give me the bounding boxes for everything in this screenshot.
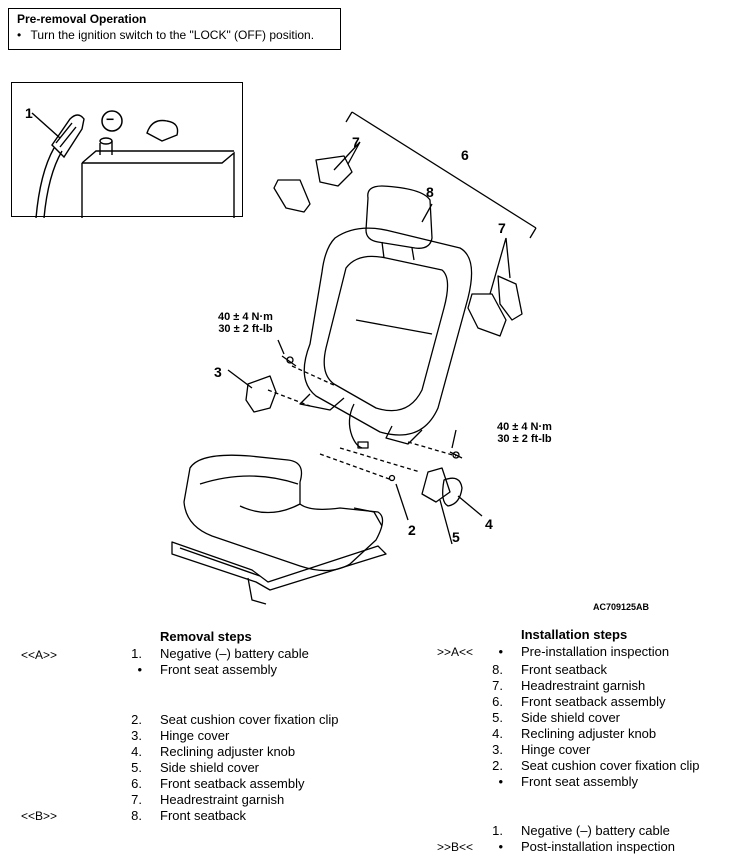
- removal-step-text: Front seat assembly: [160, 662, 278, 677]
- minus-symbol: −: [106, 111, 115, 127]
- seat-exploded-diagram: [171, 111, 537, 605]
- removal-step-num: 1.: [131, 646, 142, 661]
- installation-step-num: •: [498, 774, 503, 789]
- removal-step-num: 6.: [131, 776, 142, 791]
- installation-ref-a: >>A<<: [437, 645, 474, 659]
- minus-terminal-icon: [101, 110, 123, 132]
- battery-inset: 1 −: [11, 82, 243, 218]
- removal-step-num: 7.: [131, 792, 142, 807]
- torque-left: 40 ± 4 N·m 30 ± 2 ft-lb: [218, 311, 273, 335]
- installation-step-num: 3.: [492, 742, 503, 757]
- torque-left-ftlb: 30 ± 2 ft-lb: [218, 323, 273, 335]
- torque-left-nm: 40 ± 4 N·m: [218, 311, 273, 323]
- installation-step-text: Side shield cover: [521, 710, 620, 725]
- removal-ref-a: <<A>>: [21, 648, 58, 662]
- removal-step-num: 5.: [131, 760, 142, 775]
- callout-1: 1: [25, 105, 33, 121]
- torque-right-nm: 40 ± 4 N·m: [497, 421, 552, 433]
- pre-removal-box: Pre-removal Operation • Turn the ignitio…: [8, 8, 341, 50]
- callout-3: 3: [214, 364, 222, 380]
- callout-4: 4: [485, 516, 493, 532]
- removal-step-text: Reclining adjuster knob: [160, 744, 296, 759]
- installation-step-text: Post-installation inspection: [521, 839, 675, 854]
- removal-ref-b: <<B>>: [21, 809, 58, 823]
- callout-7b: 7: [498, 220, 506, 236]
- removal-heading: Removal steps: [160, 629, 252, 644]
- torque-right-ftlb: 30 ± 2 ft-lb: [497, 433, 552, 445]
- removal-step-num: 4.: [131, 744, 142, 759]
- installation-step-text: Pre-installation inspection: [521, 644, 670, 659]
- pre-removal-line: • Turn the ignition switch to the "LOCK"…: [17, 27, 332, 43]
- installation-step-text: Headrestraint garnish: [521, 678, 646, 693]
- callout-6: 6: [461, 147, 469, 163]
- removal-step-text: Front seatback assembly: [160, 776, 305, 791]
- installation-step-text: Hinge cover: [521, 742, 591, 757]
- installation-step-num: 6.: [492, 694, 503, 709]
- callout-5: 5: [452, 529, 460, 545]
- installation-step-text: Seat cushion cover fixation clip: [521, 758, 700, 773]
- installation-step-text: Front seatback assembly: [521, 694, 666, 709]
- pre-removal-text: Turn the ignition switch to the "LOCK" (…: [30, 28, 315, 42]
- removal-step-text: Seat cushion cover fixation clip: [160, 712, 339, 727]
- installation-step-num: 7.: [492, 678, 503, 693]
- installation-step-num: 1.: [492, 823, 503, 838]
- battery-illustration: [31, 110, 235, 218]
- removal-step-text: Side shield cover: [160, 760, 259, 775]
- removal-step-num: 3.: [131, 728, 142, 743]
- installation-step-num: 5.: [492, 710, 503, 725]
- installation-step-num: •: [498, 644, 503, 659]
- removal-step-text: Headrestraint garnish: [160, 792, 285, 807]
- installation-heading: Installation steps: [521, 627, 628, 642]
- removal-step-num: 2.: [131, 712, 142, 727]
- installation-ref-b: >>B<<: [437, 840, 474, 854]
- installation-step-text: Reclining adjuster knob: [521, 726, 657, 741]
- callout-2: 2: [408, 522, 416, 538]
- installation-step-num: 4.: [492, 726, 503, 741]
- installation-step-num: •: [498, 839, 503, 854]
- callout-7a: 7: [352, 134, 360, 150]
- installation-step-num: 2.: [492, 758, 503, 773]
- bullet: •: [17, 28, 22, 42]
- figure-id: AC709125AB: [593, 602, 650, 612]
- torque-right: 40 ± 4 N·m 30 ± 2 ft-lb: [497, 421, 552, 445]
- removal-step-text: Front seatback: [160, 808, 246, 823]
- installation-step-text: Front seatback: [521, 662, 607, 677]
- installation-step-text: Front seat assembly: [521, 774, 639, 789]
- removal-step-text: Hinge cover: [160, 728, 230, 743]
- removal-step-text: Negative (–) battery cable: [160, 646, 309, 661]
- pre-removal-title: Pre-removal Operation: [17, 12, 147, 26]
- installation-step-text: Negative (–) battery cable: [521, 823, 670, 838]
- installation-step-num: 8.: [492, 662, 503, 677]
- removal-step-num: 8.: [131, 808, 142, 823]
- removal-step-num: •: [137, 662, 142, 677]
- callout-8: 8: [426, 184, 434, 200]
